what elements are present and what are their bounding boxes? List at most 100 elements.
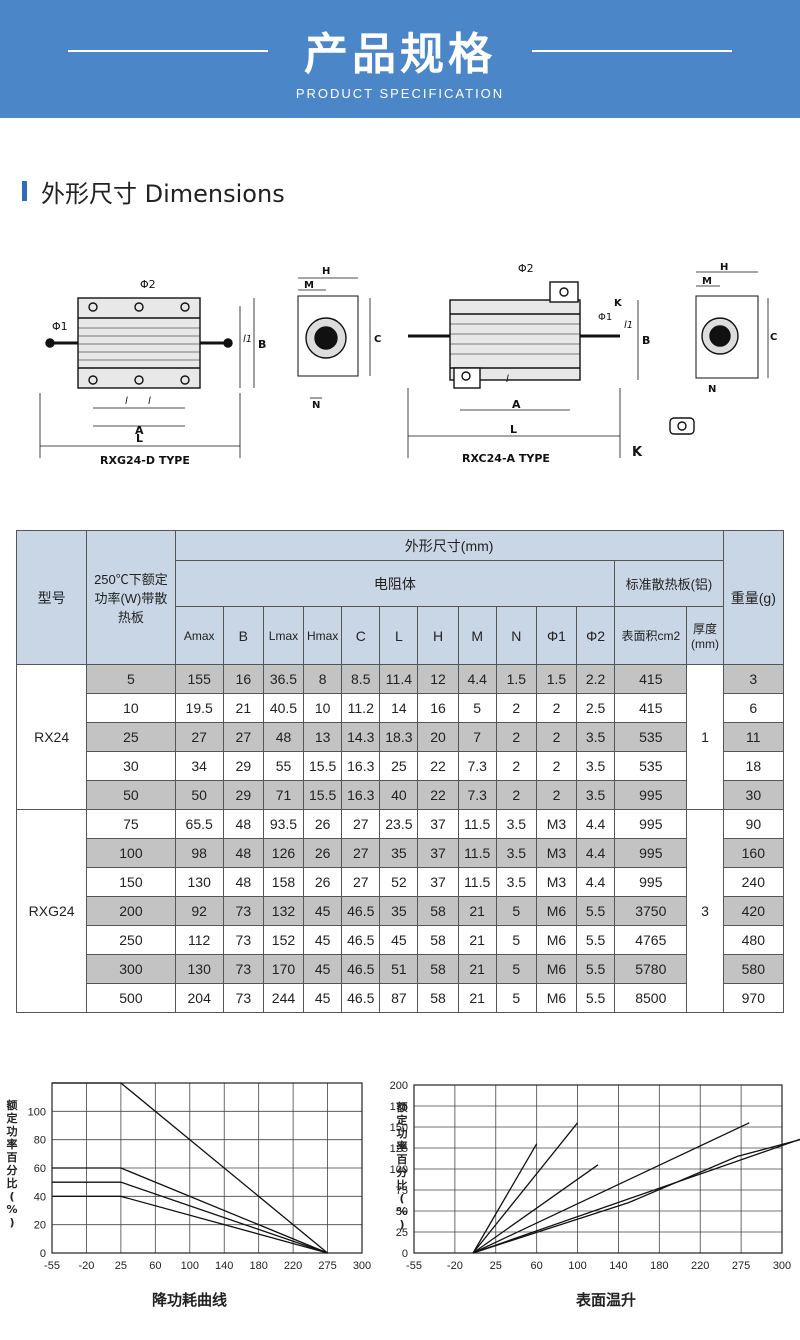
th-col-5: L (379, 606, 419, 665)
dim-cell: 45 (379, 925, 419, 955)
svg-text:C: C (770, 332, 777, 343)
weight-cell: 11 (722, 722, 785, 752)
dim-cell: 48 (262, 722, 305, 752)
plot-frame (413, 1084, 783, 1254)
dim-cell: 52 (379, 867, 419, 897)
dim-cell: 58 (417, 983, 459, 1013)
svg-text:B: B (258, 338, 266, 351)
series-line-2 (472, 1164, 599, 1254)
dim-cell: 204 (174, 983, 224, 1013)
surface-cell: 995 (614, 838, 688, 868)
dim-cell: 46.5 (341, 925, 381, 955)
dim-cell: 26 (303, 838, 343, 868)
dim-cell: 13 (303, 722, 343, 752)
dim-cell: 92 (174, 896, 224, 926)
weight-cell: 580 (722, 954, 785, 984)
x-tick-label: 60 (531, 1260, 543, 1272)
dim-cell: 26 (303, 809, 343, 839)
y-axis-label: 百 (7, 1151, 18, 1164)
dim-cell: 5.5 (576, 954, 616, 984)
svg-text:l1: l1 (624, 320, 633, 331)
surface-cell: 4765 (614, 925, 688, 955)
power-cell: 300 (86, 954, 176, 984)
dim-cell: 3.5 (495, 838, 537, 868)
y-axis-label: ) (9, 1216, 14, 1229)
weight-cell: 6 (722, 693, 785, 723)
y-tick-label: 20 (34, 1220, 46, 1232)
x-tick-label: 60 (149, 1260, 161, 1272)
y-axis-label: 额 (7, 1098, 18, 1112)
dim-cell: 1.5 (495, 664, 537, 694)
dim-cell: 73 (222, 925, 264, 955)
dim-cell: 2 (535, 751, 578, 781)
dim-cell: 27 (222, 722, 264, 752)
weight-cell: 30 (722, 780, 785, 810)
dim-cell: 244 (262, 983, 305, 1013)
x-tick-label: -55 (44, 1260, 60, 1272)
power-cell: 30 (86, 751, 176, 781)
power-cell: 200 (86, 896, 176, 926)
surface-cell: 5780 (614, 954, 688, 984)
x-tick-label: 140 (609, 1260, 627, 1272)
model-cell: RX24 (15, 664, 88, 810)
x-tick-label: 25 (115, 1260, 127, 1272)
weight-cell: 90 (722, 809, 785, 839)
dim-cell: 1.5 (535, 664, 578, 694)
y-axis-label: 百 (397, 1153, 408, 1166)
x-tick-label: 275 (318, 1260, 336, 1272)
dim-cell: 73 (222, 896, 264, 926)
dim-cell: 21 (457, 983, 497, 1013)
dim-cell: 58 (417, 954, 459, 984)
dim-cell: 34 (174, 751, 224, 781)
dim-cell: 3.5 (495, 809, 537, 839)
y-axis-label: ( (9, 1190, 14, 1203)
dim-cell: 3.5 (576, 751, 616, 781)
dim-cell: 11.5 (457, 838, 497, 868)
dim-cell: 130 (174, 954, 224, 984)
dim-cell: 7 (457, 722, 497, 752)
dimension-drawings: A L B l1 l l Φ2 Φ1 RXG24-D TYPE H M C N (39, 262, 777, 467)
y-axis-label: ( (399, 1192, 404, 1205)
surface-cell: 535 (614, 751, 688, 781)
dim-cell: 22 (417, 780, 459, 810)
x-tick-label: 100 (568, 1260, 586, 1272)
dim-cell: 5 (495, 896, 537, 926)
series-line-2 (52, 1181, 328, 1254)
dim-cell: 2 (495, 780, 537, 810)
dim-cell: 4.4 (576, 838, 616, 868)
dim-cell: 26 (303, 867, 343, 897)
spec-table: 型号 250℃下额定功率(W)带散热板 外形尺寸(mm) 重量(g) 电阻体 标… (15, 530, 785, 1013)
svg-text:H: H (720, 262, 728, 273)
dim-cell: 46.5 (341, 954, 381, 984)
dim-cell: 45 (303, 983, 343, 1013)
th-surface: 表面积cm2 (614, 606, 688, 665)
dim-cell: 45 (303, 954, 343, 984)
a-type-end-view: H M C N (669, 262, 777, 435)
a-type-drawing: A L B l1 l Φ2 Φ1 K K RXC24-A TYPE (407, 262, 650, 465)
y-tick-label: 50 (396, 1206, 408, 1218)
thickness-cell: 3 (686, 809, 724, 1013)
dim-cell: M6 (535, 954, 578, 984)
svg-text:RXG24-D TYPE: RXG24-D TYPE (100, 454, 190, 467)
dim-cell: 5.5 (576, 896, 616, 926)
weight-cell: 3 (722, 664, 785, 694)
svg-text:l: l (148, 396, 151, 407)
dim-cell: M6 (535, 925, 578, 955)
dim-cell: 48 (222, 809, 264, 839)
dim-cell: 5 (457, 693, 497, 723)
y-axis-label: 功 (7, 1124, 18, 1138)
dim-cell: 11.5 (457, 809, 497, 839)
series-line-3 (52, 1195, 328, 1254)
weight-cell: 420 (722, 896, 785, 926)
dim-cell: 36.5 (262, 664, 305, 694)
dim-cell: 29 (222, 780, 264, 810)
weight-cell: 970 (722, 983, 785, 1013)
y-axis-label: 额 (397, 1100, 408, 1114)
dim-cell: 27 (341, 867, 381, 897)
